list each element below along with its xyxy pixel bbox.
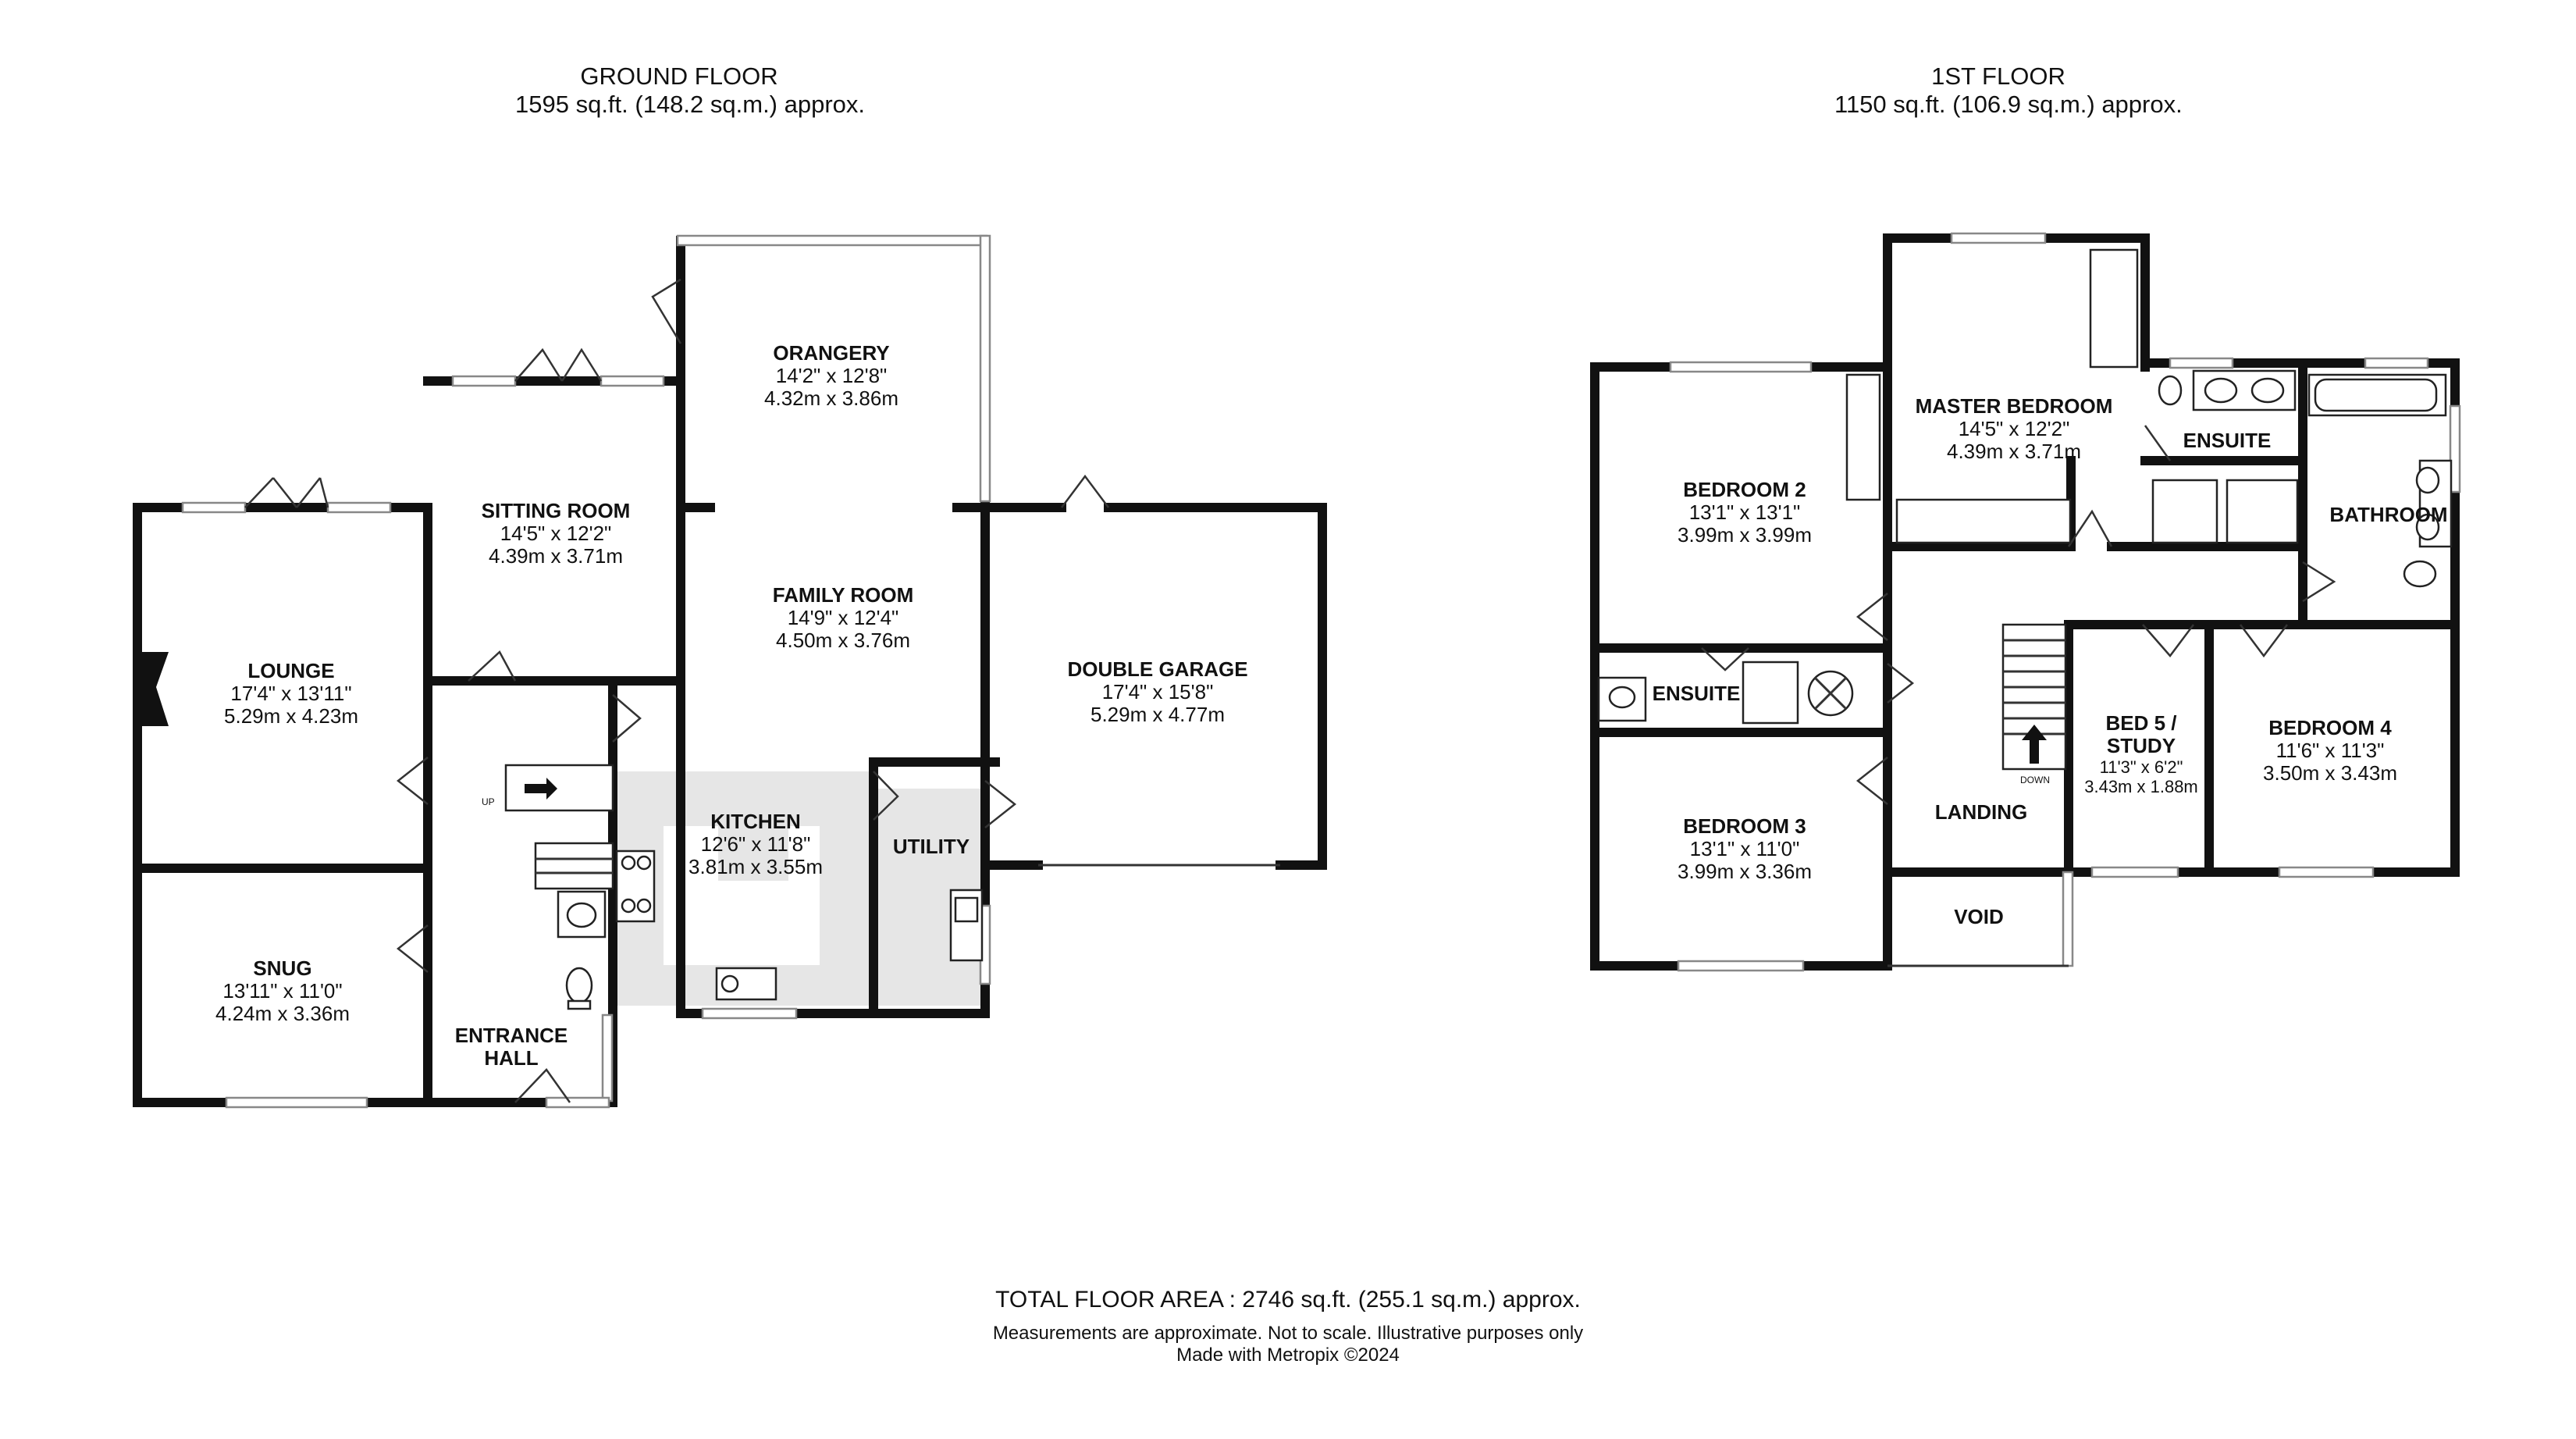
room-ensuite-bed2: ENSUITE xyxy=(1653,682,1741,705)
room-sitting-room: SITTING ROOM 14'5" x 12'2" 4.39m x 3.71m xyxy=(482,500,631,568)
kitchen-island xyxy=(664,771,820,965)
room-name: SITTING ROOM xyxy=(481,499,631,522)
room-size-metric: 3.99m x 3.99m xyxy=(1678,523,1812,547)
room-size-imperial: 14'9" x 12'4" xyxy=(787,606,899,629)
room-size-metric: 4.24m x 3.36m xyxy=(215,1002,350,1025)
ground-floor-header: GROUND FLOOR 1595 sq.ft. (148.2 sq.m.) a… xyxy=(515,62,866,119)
room-size-imperial: 14'5" x 12'2" xyxy=(1958,417,2070,440)
room-size-imperial: 11'3" x 6'2" xyxy=(2099,757,2183,777)
made-with-credit: Made with Metropix ©2024 xyxy=(1176,1345,1400,1366)
room-name: BATHROOM xyxy=(2329,503,2448,526)
room-size-metric: 4.32m x 3.86m xyxy=(764,386,898,410)
room-size-imperial: 14'5" x 12'2" xyxy=(500,522,612,545)
hob-icon xyxy=(615,850,656,923)
ground-floor-title: GROUND FLOOR xyxy=(580,62,778,90)
room-name: VOID xyxy=(1954,905,2004,928)
room-size-imperial: 14'2" x 12'8" xyxy=(775,364,888,387)
room-name: LANDING xyxy=(1934,800,2028,824)
room-name-line2: STUDY xyxy=(2106,734,2176,757)
room-name: UTILITY xyxy=(892,835,970,858)
room-name: ENSUITE xyxy=(1652,682,1741,705)
stair-down-label: DOWN xyxy=(2020,775,2050,785)
room-name: MASTER BEDROOM xyxy=(1915,394,2113,418)
room-ensuite-master: ENSUITE xyxy=(2183,429,2272,452)
ground-floor-stairs xyxy=(504,764,614,890)
room-size-imperial: 13'1" x 11'0" xyxy=(1689,837,1800,860)
room-entrance-hall: ENTRANCE HALL xyxy=(455,1024,568,1070)
room-size-imperial: 12'6" x 11'8" xyxy=(700,832,811,856)
room-size-imperial: 13'1" x 13'1" xyxy=(1688,500,1801,524)
first-floor-windows xyxy=(1669,232,2461,972)
room-size-metric: 3.81m x 3.55m xyxy=(688,855,823,878)
room-size-imperial: 17'4" x 13'11" xyxy=(230,682,352,705)
room-bedroom-2: BEDROOM 2 13'1" x 13'1" 3.99m x 3.99m xyxy=(1678,479,1812,547)
room-size-imperial: 11'6" x 11'3" xyxy=(2275,739,2385,762)
room-name: BEDROOM 3 xyxy=(1683,814,1806,838)
room-kitchen: KITCHEN 12'6" x 11'8" 3.81m x 3.55m xyxy=(688,810,823,878)
shower-icon xyxy=(1742,479,2299,725)
fireplace-icon xyxy=(142,652,169,726)
room-void: VOID xyxy=(1954,906,2004,928)
room-name: BEDROOM 2 xyxy=(1683,478,1806,501)
total-floor-area: TOTAL FLOOR AREA : 2746 sq.ft. (255.1 sq… xyxy=(995,1287,1581,1313)
bathtub-icon xyxy=(2307,373,2447,417)
ground-floor-area: 1595 sq.ft. (148.2 sq.m.) approx. xyxy=(515,91,866,118)
room-name: ENSUITE xyxy=(2183,429,2272,452)
room-family-room: FAMILY ROOM 14'9" x 12'4" 4.50m x 3.76m xyxy=(773,584,914,652)
wc-toilet-icon xyxy=(565,967,593,1010)
room-name: LOUNGE xyxy=(247,659,335,682)
disclaimer-note: Measurements are approximate. Not to sca… xyxy=(992,1323,1584,1344)
first-floor-doors xyxy=(1701,425,2336,805)
room-size-metric: 5.29m x 4.23m xyxy=(224,704,358,728)
room-size-imperial: 17'4" x 15'8" xyxy=(1101,680,1214,703)
room-bedroom-4: BEDROOM 4 11'6" x 11'3" 3.50m x 3.43m xyxy=(2263,717,2397,785)
room-size-metric: 5.29m x 4.77m xyxy=(1091,703,1225,726)
room-master-bedroom: MASTER BEDROOM 14'5" x 12'2" 4.39m x 3.7… xyxy=(1916,395,2113,463)
room-name: KITCHEN xyxy=(710,810,801,833)
ground-floor-doors xyxy=(244,278,1109,1103)
first-floor-header: 1ST FLOOR 1150 sq.ft. (106.9 sq.m.) appr… xyxy=(1834,62,2183,119)
room-size-metric: 4.39m x 3.71m xyxy=(489,544,623,568)
stair-up-label: UP xyxy=(482,796,495,807)
basin-icons xyxy=(1597,369,2453,722)
room-name: SNUG xyxy=(253,956,312,980)
room-name: BED 5 / xyxy=(2105,711,2177,735)
room-size-metric: 4.39m x 3.71m xyxy=(1947,440,2081,463)
room-name: FAMILY ROOM xyxy=(772,583,914,607)
room-name: ORANGERY xyxy=(773,341,890,365)
room-name-line2: HALL xyxy=(484,1046,539,1070)
room-name: ENTRANCE xyxy=(454,1024,568,1047)
room-size-metric: 3.43m x 1.88m xyxy=(2084,777,2198,796)
room-size-metric: 3.99m x 3.36m xyxy=(1678,860,1812,883)
first-floor-stairs xyxy=(2001,623,2067,771)
room-size-metric: 4.50m x 3.76m xyxy=(776,629,910,652)
room-name: DOUBLE GARAGE xyxy=(1067,657,1248,681)
room-snug: SNUG 13'11" x 11'0" 4.24m x 3.36m xyxy=(215,957,350,1025)
room-bed5-study: BED 5 / STUDY 11'3" x 6'2" 3.43m x 1.88m xyxy=(2084,711,2198,797)
room-bathroom: BATHROOM xyxy=(2329,504,2447,526)
room-size-imperial: 13'11" x 11'0" xyxy=(222,979,343,1003)
first-floor-title: 1ST FLOOR xyxy=(1931,62,2065,90)
extractor-icon xyxy=(1807,670,1854,717)
first-floor-area: 1150 sq.ft. (106.9 sq.m.) approx. xyxy=(1834,91,2183,118)
room-orangery: ORANGERY 14'2" x 12'8" 4.32m x 3.86m xyxy=(764,342,898,410)
sink-icon xyxy=(715,967,777,1001)
wardrobe-icon xyxy=(1845,248,2139,544)
ground-floor-windows xyxy=(181,234,1280,1109)
utility-sink-icon xyxy=(949,889,984,962)
wc-basin-icon xyxy=(557,890,607,939)
room-bedroom-3: BEDROOM 3 13'1" x 11'0" 3.99m x 3.36m xyxy=(1678,815,1812,883)
room-name: BEDROOM 4 xyxy=(2268,716,2392,739)
room-landing: LANDING xyxy=(1935,801,2027,824)
room-utility: UTILITY xyxy=(893,835,970,858)
room-size-metric: 3.50m x 3.43m xyxy=(2263,761,2397,785)
room-double-garage: DOUBLE GARAGE 17'4" x 15'8" 5.29m x 4.77… xyxy=(1067,658,1247,726)
room-lounge: LOUNGE 17'4" x 13'11" 5.29m x 4.23m xyxy=(224,660,358,728)
